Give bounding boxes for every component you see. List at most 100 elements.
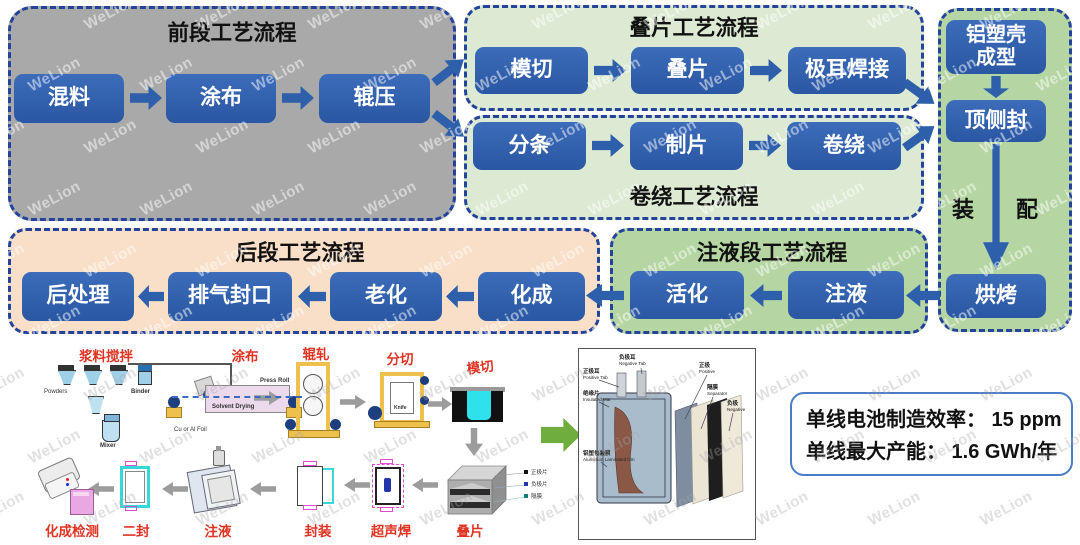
front-panel-title: 前段工艺流程 bbox=[167, 21, 297, 45]
hopper-icon bbox=[84, 365, 100, 370]
hopper-icon bbox=[84, 370, 102, 385]
efficiency-line: 单线电池制造效率： 15 ppm bbox=[806, 409, 1062, 431]
foil-web-line bbox=[172, 396, 302, 398]
step-sheet-making: 制片 bbox=[630, 122, 743, 170]
tab-mark bbox=[380, 507, 393, 512]
roller-icon bbox=[420, 376, 429, 385]
label-rolling: 辊轧 bbox=[302, 347, 330, 362]
label-ultrasonic-welding: 超声焊 bbox=[370, 524, 412, 539]
slitter-base bbox=[374, 421, 430, 428]
arrow-left-icon bbox=[162, 482, 188, 496]
welion-watermark: WeLion bbox=[0, 363, 28, 406]
welion-watermark: WeLion bbox=[753, 487, 812, 530]
label-injection: 注液 bbox=[204, 524, 232, 539]
bottle-icon bbox=[213, 450, 225, 466]
separator-label-en: Separator bbox=[707, 391, 728, 396]
press-base bbox=[288, 430, 340, 438]
step-post-processing: 后处理 bbox=[22, 272, 134, 321]
welion-watermark: WeLion bbox=[977, 487, 1036, 530]
capacity-info-box: 单线电池制造效率： 15 ppm 单线最大产能： 1.6 GWh/年 bbox=[790, 392, 1073, 476]
welion-watermark: WeLion bbox=[0, 487, 28, 530]
arrow-right-icon bbox=[428, 397, 452, 411]
hopper-icon bbox=[58, 365, 74, 370]
roller-icon bbox=[285, 419, 296, 430]
arrow-left-icon bbox=[250, 482, 276, 496]
arrow-right-icon bbox=[340, 395, 366, 409]
pipe-line bbox=[128, 363, 232, 365]
knife-label: Knife bbox=[394, 405, 407, 411]
welion-watermark: WeLion bbox=[25, 425, 84, 468]
aluminum-film-label-cn: 铝塑包装膜 bbox=[583, 449, 611, 457]
assembly-label-left: 装 bbox=[952, 197, 975, 222]
slitter-inner-box bbox=[390, 382, 414, 414]
pouch-front bbox=[297, 466, 323, 506]
arrow-green-right-icon bbox=[541, 418, 581, 452]
step-activation: 活化 bbox=[630, 271, 744, 319]
positive-tab-label-en: Positive Tab bbox=[583, 375, 608, 380]
mixer-cap-icon bbox=[104, 414, 120, 422]
step-degas-sealing: 排气封口 bbox=[168, 272, 292, 321]
step-aging: 老化 bbox=[330, 272, 442, 321]
foil-label: Cu or Al Foil bbox=[174, 427, 207, 433]
step-baking: 烘烤 bbox=[946, 274, 1046, 318]
battery-structure-figure: 负极耳 Negative Tab 正极耳 Positive Tab 绝缘片 In… bbox=[578, 348, 756, 540]
roller-icon bbox=[168, 396, 180, 408]
positive-label-cn: 正极 bbox=[699, 361, 711, 369]
hopper-icon bbox=[110, 365, 126, 370]
binder-hopper-icon bbox=[138, 371, 152, 385]
mixer-label: Mixer bbox=[100, 443, 116, 449]
label-formation-testing: 化成检测 bbox=[45, 524, 99, 539]
slitter-frame bbox=[380, 372, 424, 424]
negative-label-cn: 负极 bbox=[727, 399, 739, 407]
weld-spot bbox=[384, 478, 391, 492]
back-panel-title: 后段工艺流程 bbox=[235, 241, 365, 265]
die-top-bar bbox=[450, 387, 505, 392]
bottle-cap-icon bbox=[216, 446, 221, 451]
hopper-icon bbox=[110, 370, 128, 385]
solvent-drying-label: Solvent Drying bbox=[212, 404, 255, 410]
powders-label: Powders bbox=[44, 389, 68, 395]
roller-icon bbox=[368, 406, 382, 420]
winding-panel-title: 卷绕工艺流程 bbox=[629, 185, 759, 209]
probe-dot bbox=[66, 483, 69, 486]
step-slitting: 分条 bbox=[473, 122, 586, 170]
step-mixing: 混料 bbox=[14, 74, 124, 123]
step-die-cutting: 模切 bbox=[475, 47, 588, 94]
assembly-label-right: 配 bbox=[1016, 197, 1039, 222]
aluminum-film-label-en: Aluminum Laminated film bbox=[583, 457, 635, 462]
welion-watermark: WeLion bbox=[865, 487, 924, 530]
stack-legend-positive: 正极片 bbox=[531, 468, 548, 476]
label-slitting: 分切 bbox=[386, 352, 414, 367]
step-stacking: 叠片 bbox=[631, 47, 744, 94]
arrow-left-icon bbox=[344, 478, 370, 492]
hopper-icon bbox=[58, 370, 76, 385]
tab-mark bbox=[125, 506, 137, 511]
roller-icon bbox=[330, 419, 341, 430]
step-formation: 化成 bbox=[478, 272, 585, 321]
step-winding: 卷绕 bbox=[787, 122, 901, 170]
tab-mark bbox=[125, 461, 137, 466]
tab-mark bbox=[303, 461, 317, 466]
insulated-mat-label-en: Insulated Mat bbox=[583, 397, 611, 402]
stack-legend-separator: 隔膜 bbox=[531, 492, 543, 500]
label-die-cutting: 模切 bbox=[465, 358, 495, 377]
step-electrolyte-filling: 注液 bbox=[788, 271, 904, 319]
stack-legend-negative: 负极片 bbox=[531, 480, 548, 488]
arrow-down-icon bbox=[465, 428, 483, 456]
positive-label-en: Positive bbox=[699, 369, 716, 374]
roller-stand bbox=[166, 407, 182, 418]
injection-panel-title: 注液段工艺流程 bbox=[696, 241, 848, 265]
insulated-mat-label-cn: 绝缘片 bbox=[583, 389, 600, 397]
negative-tab-label-en: Negative Tab bbox=[619, 361, 646, 366]
probe-dot bbox=[66, 478, 69, 481]
binder-hopper-icon bbox=[138, 363, 152, 371]
roller-icon bbox=[420, 396, 429, 405]
label-stacking: 叠片 bbox=[456, 524, 484, 539]
step-tab-welding: 极耳焊接 bbox=[788, 47, 906, 94]
negative-label-en: Negative bbox=[727, 407, 746, 412]
negative-tab-label-cn: 负极耳 bbox=[619, 353, 636, 361]
tab-mark bbox=[303, 505, 317, 510]
intermediate-hopper-icon bbox=[88, 396, 104, 414]
step-top-side-sealing: 顶侧封 bbox=[946, 100, 1046, 142]
tested-cell-strip bbox=[73, 492, 89, 496]
